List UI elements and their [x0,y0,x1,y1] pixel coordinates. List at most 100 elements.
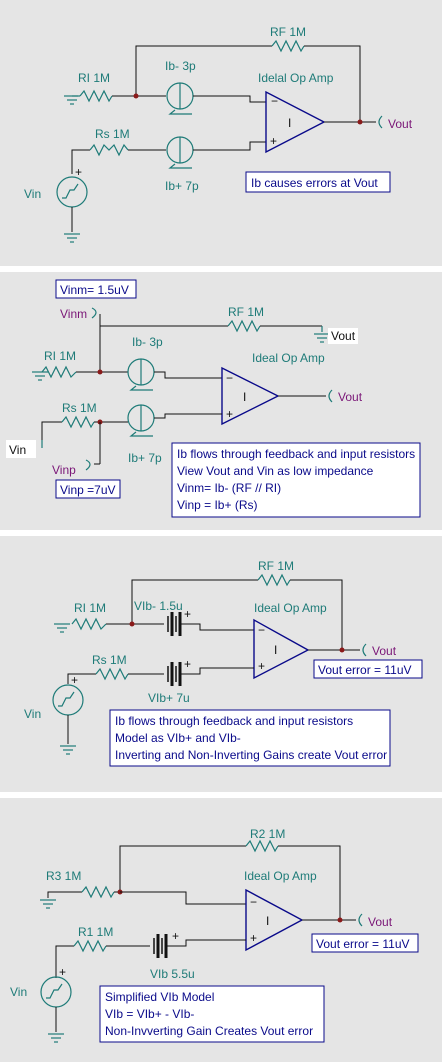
vin-label: Vin [24,707,41,721]
ri-label: RI 1M [44,349,76,363]
vin-label: Vin [10,985,27,999]
note-line-1: Ib flows through feedback and input resi… [177,447,415,461]
opamp-triangle [265,90,326,154]
panel-3-vib-model: RF 1M RI 1M + VIb- 1.5u − + I Ideal Op A… [0,536,442,792]
ri-resistor [41,365,77,379]
svg-text:+: + [172,929,179,943]
note-line-2: View Vout and Vin as low impedance [177,464,374,478]
ib-plus-label: Ib+ 7p [128,451,162,465]
vinp-label: Vinp [52,463,76,477]
vout-label: Vout [368,915,393,929]
panel-1-ib-errors: RF 1M RI 1M Ib- 3p Rs 1M Ib+ 7p − + I Id… [0,0,442,266]
vinp-box [55,479,121,499]
vout-label: Vout [388,117,413,131]
vinm-probe-icon [91,307,97,319]
junction-dot [133,93,139,99]
opamp-triangle [253,618,310,680]
rs-label: Rs 1M [92,653,127,667]
svg-text:−: − [258,623,265,637]
svg-text:+: + [250,931,257,945]
rf-label: RF 1M [228,305,264,319]
opamp-triangle [245,888,304,952]
svg-text:+: + [270,134,277,148]
vout-terminal-icon [328,389,333,403]
rf-resistor [271,39,305,53]
opamp-symbol: I [243,390,246,404]
panel-2-feedback-resistors: Vinm= 1.5uV Vinm RF 1M Vout RI 1M Ib- 3p… [0,272,442,530]
opamp-triangle [221,366,280,426]
vout-error-box [311,933,419,953]
rs-resistor [89,143,129,157]
note-box [171,442,421,518]
rs-resistor [95,667,129,681]
note-line-2: VIb = VIb+ - VIb- [105,1007,194,1021]
vin-label: Vin [24,187,41,201]
svg-text:−: − [271,94,278,108]
rs-label: Rs 1M [62,401,97,415]
feedback-wire-right [304,45,361,122]
vout-terminal-icon [362,643,367,657]
note-line-1: Simplified VIb Model [105,990,214,1004]
r3-label: R3 1M [46,869,81,883]
ri-resistor [79,89,113,103]
vib-label: VIb 5.5u [150,967,195,981]
vib-plus-label: VIb+ 7u [148,691,190,705]
vinm-box [55,279,137,299]
rs-label: Rs 1M [95,127,130,141]
ri-label: RI 1M [78,71,110,85]
vinp-probe-icon [85,459,91,471]
note-line-4: Vinp = Ib+ (Rs) [177,498,257,512]
vout-error-box [313,659,423,679]
vib-minus-label: VIb- 1.5u [134,599,183,613]
svg-text:−: − [226,371,233,385]
svg-text:+: + [184,657,191,671]
opamp-symbol: I [274,643,277,657]
opamp-label: Ideal Op Amp [252,351,325,365]
svg-text:+: + [75,165,82,179]
vinm-box-text: Vinm= 1.5uV [60,283,129,297]
vout-error-text: Vout error = 11uV [316,937,410,951]
panel-4-simplified-vib: R2 1M R3 1M − + I Ideal Op Amp Vout Vout… [0,798,442,1062]
note-line-2: Model as VIb+ and VIb- [115,731,241,745]
rf-resistor [257,573,291,587]
rs-resistor [61,415,95,429]
svg-text:+: + [226,407,233,421]
opamp-label: Idelal Op Amp [258,71,334,85]
note-line-3: Non-Invverting Gain Creates Vout error [105,1024,313,1038]
r3-resistor [81,885,115,899]
svg-text:+: + [59,965,66,979]
note-line-1: Ib flows through feedback and input resi… [115,714,353,728]
ib-minus-label: Ib- 3p [132,335,163,349]
vin-label: Vin [9,443,26,457]
opamp-label: Ideal Op Amp [254,601,327,615]
vout-terminal-icon [358,913,363,927]
vout-label: Vout [338,390,363,404]
r2-resistor [245,839,279,853]
note-line-3: Inverting and Non-Inverting Gains create… [115,748,387,762]
vinm-label: Vinm [60,307,87,321]
r1-resistor [73,939,107,953]
ri-resistor [71,617,107,631]
vout-error-text: Vout error = 11uV [318,663,412,677]
note-box [245,171,391,193]
vout-terminal-icon [378,115,383,129]
rf-label: RF 1M [270,25,306,39]
rf-label: RF 1M [258,559,294,573]
vout-label: Vout [372,644,397,658]
vout-top-label: Vout [331,329,356,343]
note-line-3: Vinm= Ib- (RF // RI) [177,481,281,495]
note-box [109,709,391,767]
note-text: Ib causes errors at Vout [251,176,378,190]
svg-text:+: + [71,673,78,687]
rf-resistor [227,319,261,333]
ib-minus-label: Ib- 3p [165,59,196,73]
vinp-box-text: Vinp =7uV [60,483,116,497]
feedback-wire [135,45,272,96]
note-box [99,985,325,1043]
ri-label: RI 1M [74,601,106,615]
ib-plus-label: Ib+ 7p [165,179,199,193]
svg-text:+: + [184,607,191,621]
svg-text:+: + [258,659,265,673]
opamp-label: Ideal Op Amp [244,869,317,883]
